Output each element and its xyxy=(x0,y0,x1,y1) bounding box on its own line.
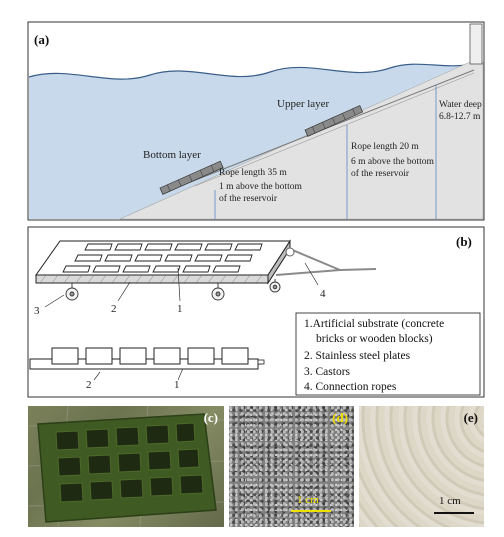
water-deep-label: Water deep xyxy=(439,100,482,110)
rope35-height: 1 m above the bottom xyxy=(219,182,302,192)
rack-photo-drawing xyxy=(28,406,224,527)
upper-layer-label: Upper layer xyxy=(277,98,330,110)
castor xyxy=(65,279,281,301)
dam-tower xyxy=(469,23,483,65)
panel-b-label: (b) xyxy=(456,234,472,249)
legend-box xyxy=(295,312,481,396)
legend-item: 2. Stainless steel plates xyxy=(304,350,411,362)
panel-d-photo: (d) 1 cm xyxy=(229,406,354,527)
steel-plate-side xyxy=(35,274,269,284)
panel-d-scale-bar xyxy=(291,510,331,512)
panel-e-scale-label: 1 cm xyxy=(439,495,461,507)
connection-ropes xyxy=(275,248,377,276)
legend-item: 4. Connection ropes xyxy=(304,381,397,393)
rope20-height: 6 m above the bottom xyxy=(351,157,434,167)
rope20-ref: of the reservoir xyxy=(351,168,410,179)
panel-b-diagram: 1 2 3 4 2 1 (b) xyxy=(27,226,485,398)
panel-d-scale-label: 1 cm xyxy=(297,494,319,506)
callout-4: 4 xyxy=(320,288,326,300)
panel-c-label: (c) xyxy=(203,410,218,425)
rope35-ref: of the reservoir xyxy=(219,193,278,204)
bottom-layer-label: Bottom layer xyxy=(143,149,201,161)
substrate-bricks xyxy=(62,243,263,273)
callout-2: 2 xyxy=(111,303,117,315)
rope20-label: Rope length 20 m xyxy=(351,142,419,152)
legend-item: 3. Castors xyxy=(304,366,350,378)
callout-3: 3 xyxy=(34,305,40,317)
rope-line xyxy=(187,69,475,184)
water-surface xyxy=(28,61,477,80)
panel-a-label: (a) xyxy=(34,32,49,47)
upper-layer-rack xyxy=(304,105,364,137)
callout-1: 1 xyxy=(177,303,183,315)
side-callout-1: 1 xyxy=(174,379,180,391)
side-view xyxy=(29,347,265,370)
rope-ring xyxy=(285,247,295,257)
side-callout-2: 2 xyxy=(86,379,92,391)
legend-item: bricks or wooden blocks) xyxy=(316,333,433,345)
panel-c-photo: (c) xyxy=(28,406,224,527)
panel-d-label: (d) xyxy=(332,410,348,425)
panel-e-scale-bar xyxy=(434,512,474,514)
panel-e-label: (e) xyxy=(463,410,478,425)
panel-a-diagram: (a) Upper layer Bottom layer Water deep … xyxy=(27,21,485,221)
rope35-label: Rope length 35 m xyxy=(219,168,287,178)
bottom-layer-rack xyxy=(159,160,224,195)
panel-e-photo: (e) 1 cm xyxy=(359,406,484,527)
rope-line-2 xyxy=(194,72,475,187)
legend-item: 1.Artificial substrate (concrete xyxy=(304,318,445,330)
water-deep-value: 6.8-12.7 m xyxy=(439,112,481,122)
